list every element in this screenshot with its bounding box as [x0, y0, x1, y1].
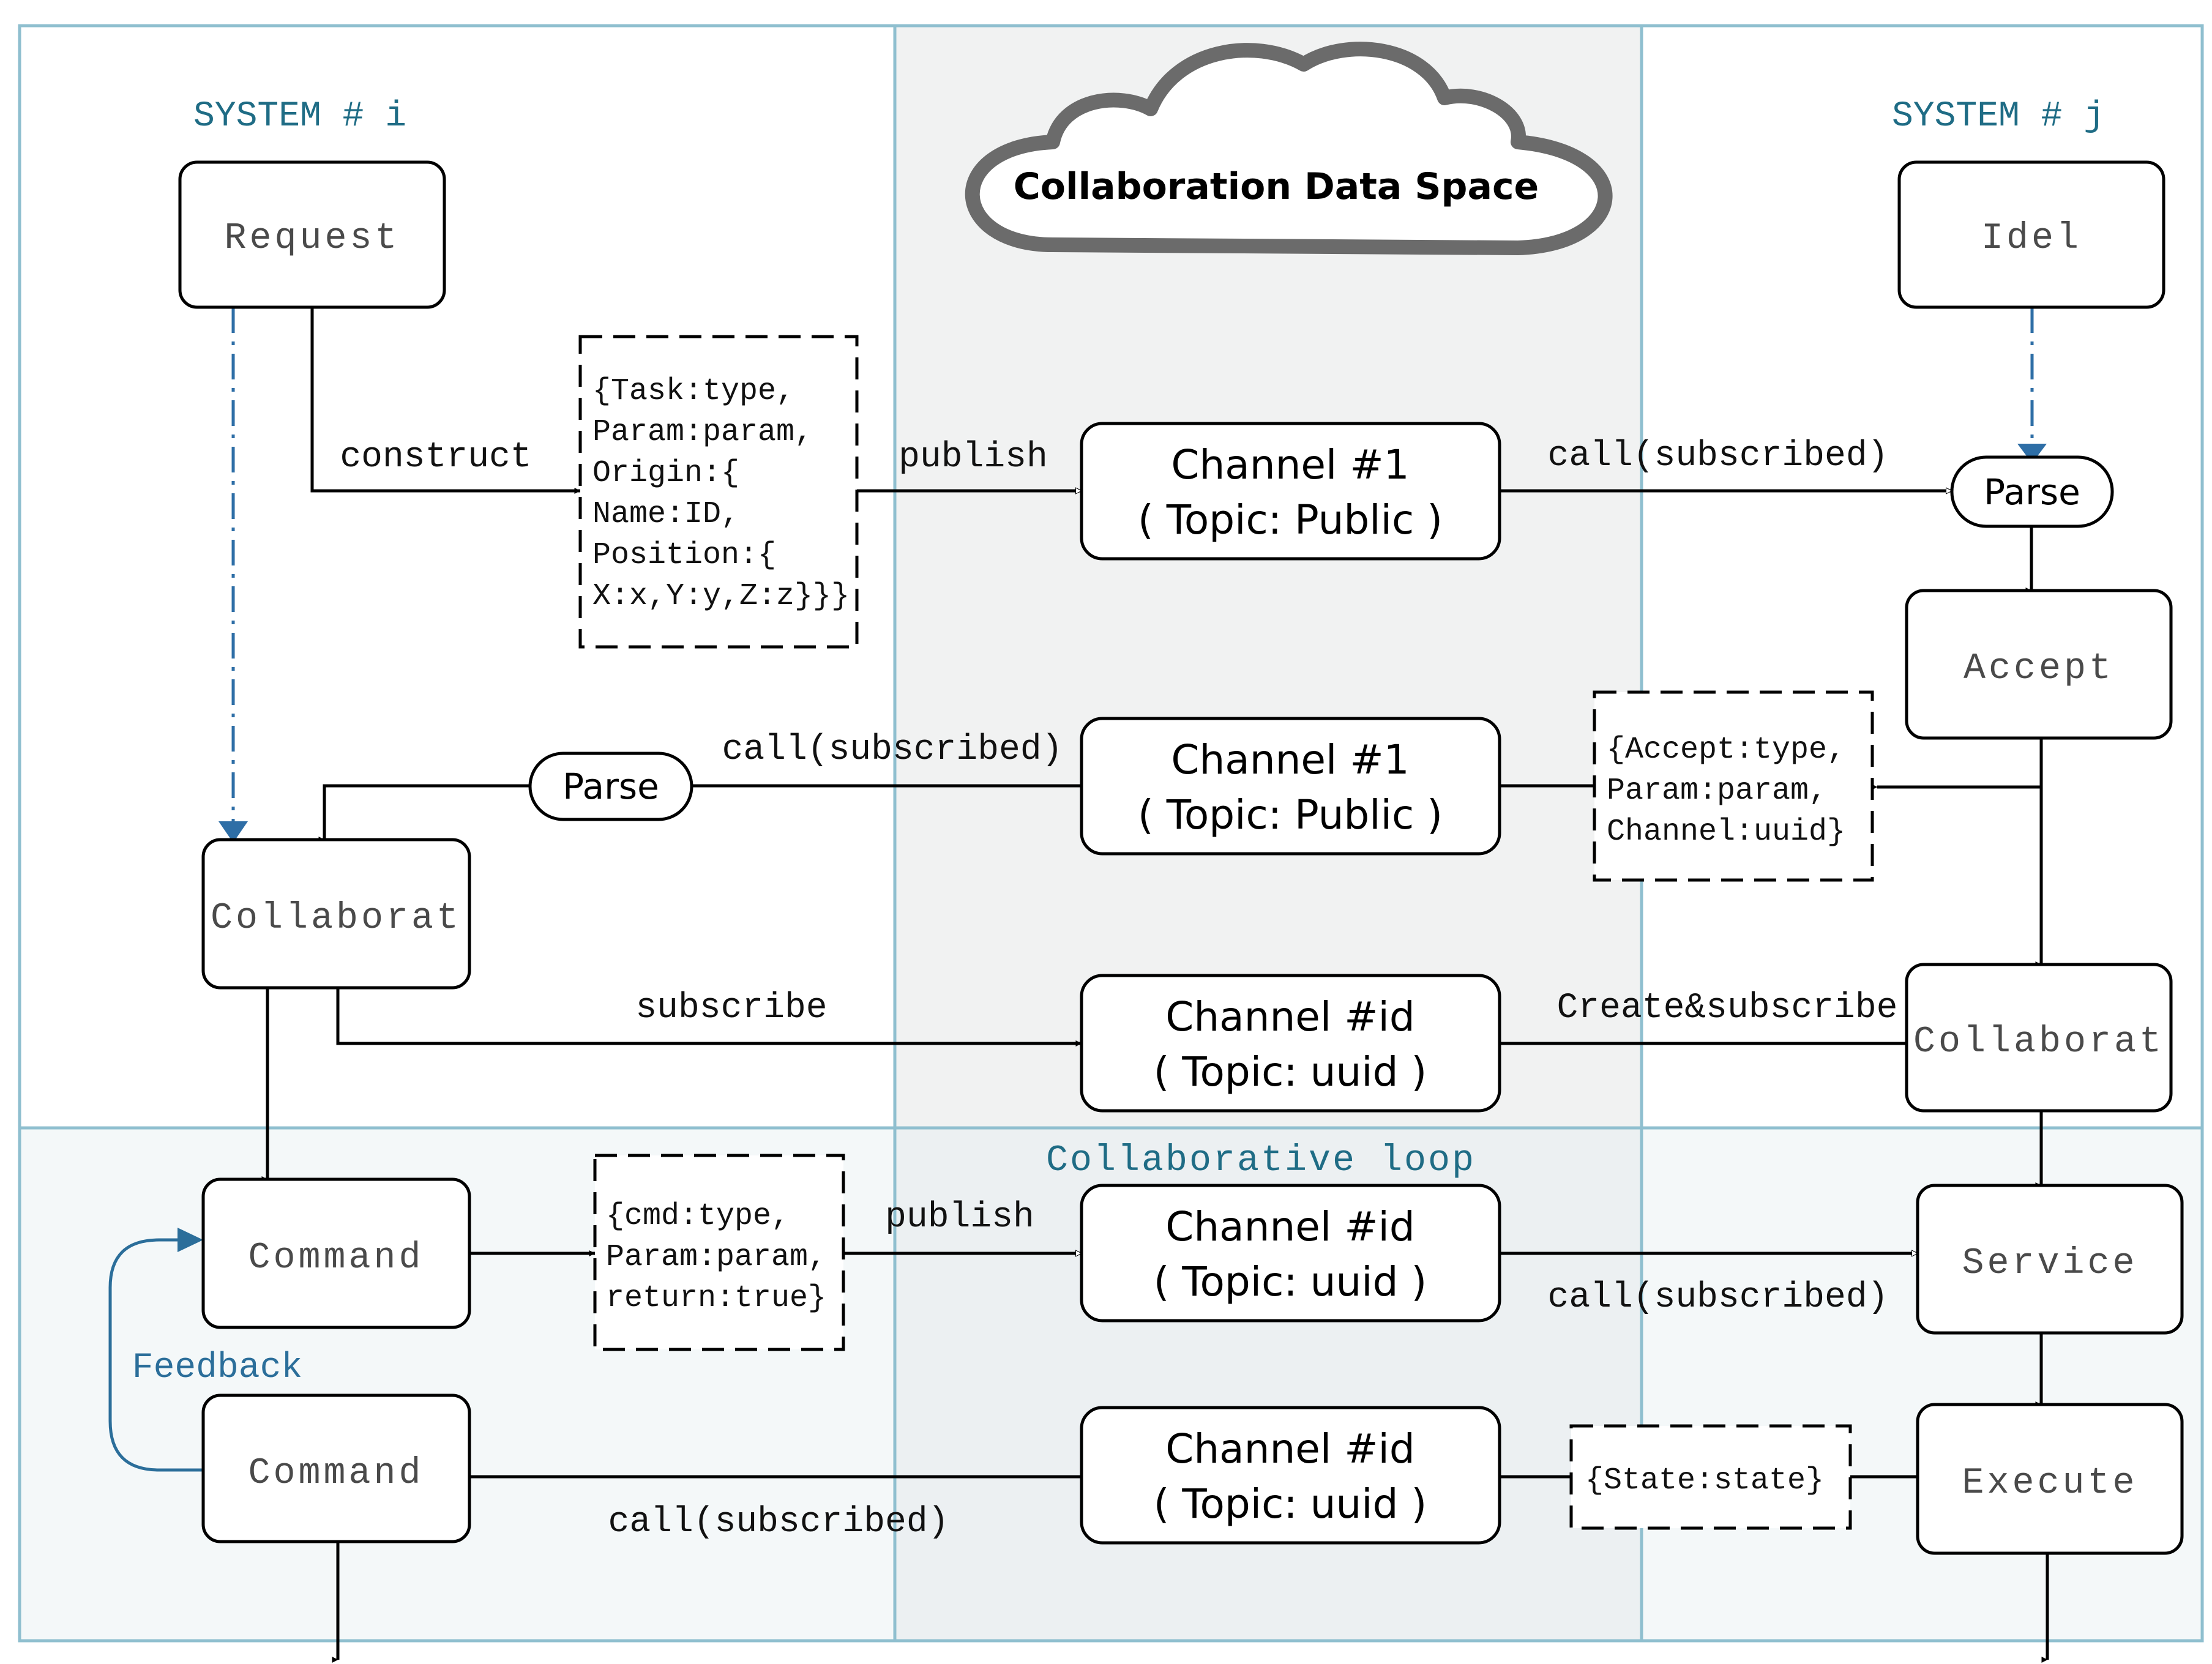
state-request: Request — [178, 160, 446, 309]
note-accept-line: Channel:uuid} — [1607, 815, 1845, 849]
parse-left: Parse — [528, 752, 693, 821]
note-accept-text: {Accept:type, Param:param, Channel:uuid} — [1607, 733, 1864, 849]
cloud-shape — [965, 42, 1613, 255]
note-cmd-line: {cmd:type, — [606, 1199, 790, 1234]
label-call-3: call(subscribed) — [1548, 1278, 1889, 1318]
note-task: {Task:type, Param:param, Origin:{ Name:I… — [578, 335, 859, 649]
note-task-line: {Task:type, — [592, 374, 794, 409]
state-execute-label: Execute — [1962, 1463, 2137, 1504]
state-command-bottom: Command — [201, 1394, 471, 1543]
state-collaborat-right-label: Collaborat — [1913, 1021, 2164, 1063]
channel-id-2: Channel #id ( Topic: uuid ) — [1080, 1184, 1501, 1323]
note-task-line: Name:ID, — [592, 497, 739, 532]
state-request-label: Request — [224, 218, 400, 259]
system-i-label: SYSTEM # i — [193, 97, 406, 136]
channel-id-1-topic: ( Topic: uuid ) — [1154, 1048, 1427, 1095]
state-collaborat-right: Collaborat — [1905, 963, 2173, 1113]
note-accept-line: Param:param, — [1607, 774, 1827, 808]
connector-parse-collab — [318, 784, 530, 843]
parse-right: Parse — [1950, 455, 2114, 528]
parse-right-label: Parse — [1984, 471, 2080, 513]
state-collaborat-left: Collaborat — [201, 838, 471, 990]
channel-public-2-name: Channel #1 — [1171, 736, 1409, 783]
note-task-line: Position:{ — [592, 538, 776, 573]
state-service: Service — [1916, 1184, 2184, 1335]
loop-label: Collaborative loop — [1046, 1140, 1476, 1182]
channel-public-1-name: Channel #1 — [1171, 441, 1409, 488]
label-subscribe: subscribe — [635, 988, 827, 1028]
channel-public-1: Channel #1 ( Topic: Public ) — [1080, 422, 1501, 561]
note-task-text: {Task:type, Param:param, Origin:{ Name:I… — [592, 374, 850, 614]
lifelines — [231, 307, 2034, 821]
label-publish-1: publish — [899, 438, 1048, 477]
note-task-line: Param:param, — [592, 415, 813, 450]
channel-id-2-topic: ( Topic: uuid ) — [1154, 1258, 1427, 1305]
note-task-line: X:x,Y:y,Z:z}}} — [592, 579, 850, 614]
channel-public-2: Channel #1 ( Topic: Public ) — [1080, 717, 1501, 856]
note-state-text: {State:state} — [1585, 1463, 1824, 1498]
channel-public-2-topic: ( Topic: Public ) — [1138, 791, 1443, 838]
state-collaborat-left-label: Collaborat — [211, 898, 461, 939]
channel-public-1-topic: ( Topic: Public ) — [1138, 496, 1443, 543]
channel-id-3: Channel #id ( Topic: uuid ) — [1080, 1406, 1501, 1545]
note-state-line: {State:state} — [1585, 1463, 1824, 1498]
connector-accept-note — [1871, 738, 2043, 790]
label-call-4: call(subscribed) — [608, 1502, 949, 1542]
label-create-subscribe: Create&subscribe — [1557, 988, 1898, 1028]
state-service-label: Service — [1962, 1243, 2137, 1285]
label-publish-2: publish — [885, 1198, 1034, 1237]
label-construct: construct — [340, 438, 531, 477]
state-command-bottom-label: Command — [248, 1453, 424, 1494]
parse-left-label: Parse — [562, 766, 659, 807]
channel-id-2-name: Channel #id — [1165, 1203, 1414, 1250]
system-j-label: SYSTEM # j — [1892, 97, 2105, 136]
state-command-top-label: Command — [248, 1237, 424, 1279]
note-cmd-text: {cmd:type, Param:param, return:true} — [606, 1199, 845, 1316]
state-accept: Accept — [1905, 589, 2173, 740]
lifeline-left-arrowhead — [219, 821, 248, 843]
channel-id-1: Channel #id ( Topic: uuid ) — [1080, 974, 1501, 1113]
outer-frame — [18, 24, 2204, 1643]
feedback-curve — [108, 1238, 203, 1472]
note-accept-line: {Accept:type, — [1607, 733, 1845, 767]
channel-id-1-name: Channel #id — [1165, 993, 1414, 1040]
feedback-arrowhead — [177, 1228, 203, 1252]
state-idel: Idel — [1897, 160, 2165, 309]
label-call-2: call(subscribed) — [722, 730, 1063, 770]
state-accept-label: Accept — [1964, 648, 2114, 690]
label-feedback: Feedback — [132, 1348, 302, 1388]
note-cmd: {cmd:type, Param:param, return:true} — [593, 1154, 845, 1351]
connectors — [261, 307, 2049, 1663]
state-command-top: Command — [201, 1177, 471, 1329]
note-cmd-line: return:true} — [606, 1281, 826, 1316]
state-idel-label: Idel — [1981, 218, 2082, 259]
channel-id-3-name: Channel #id — [1165, 1425, 1414, 1472]
label-call-1: call(subscribed) — [1548, 436, 1889, 476]
state-execute: Execute — [1916, 1403, 2184, 1555]
connector-construct — [310, 307, 581, 494]
connector-subscribe — [336, 988, 1082, 1047]
note-cmd-line: Param:param, — [606, 1240, 826, 1275]
lifeline-right-arrowhead — [2017, 444, 2047, 463]
note-state: {State:state} — [1569, 1424, 1852, 1530]
note-task-line: Origin:{ — [592, 456, 739, 491]
cloud-label: Collaboration Data Space — [1014, 165, 1539, 208]
note-accept: {Accept:type, Param:param, Channel:uuid} — [1593, 690, 1874, 882]
channel-id-3-topic: ( Topic: uuid ) — [1154, 1480, 1427, 1528]
